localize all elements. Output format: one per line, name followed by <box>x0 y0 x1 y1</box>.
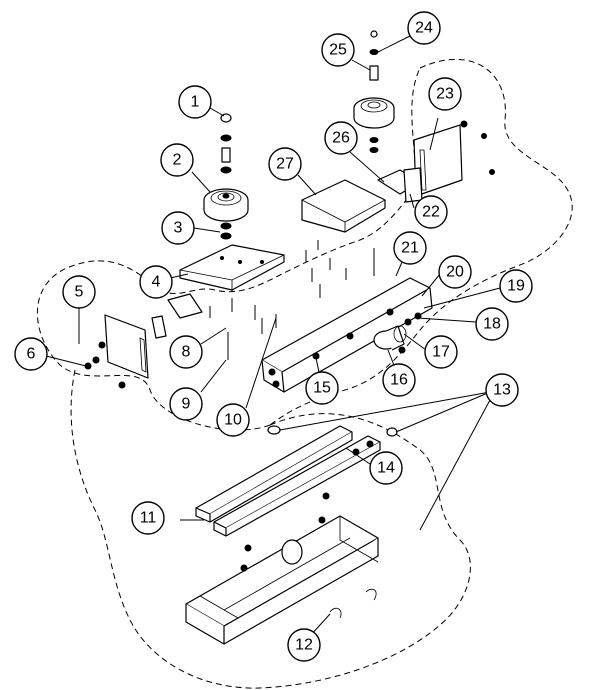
leader-lines <box>45 35 501 637</box>
callout-6-label: 6 <box>27 346 36 363</box>
part-12-tray <box>185 492 379 645</box>
callout-19: 19 <box>499 269 533 303</box>
callout-20-label: 20 <box>446 264 464 281</box>
callout-23: 23 <box>428 77 462 111</box>
callout-10: 10 <box>216 403 250 437</box>
callout-4-label: 4 <box>152 274 161 291</box>
callout-21: 21 <box>393 231 427 265</box>
callout-18-label: 18 <box>483 316 501 333</box>
callout-19-label: 19 <box>507 278 525 295</box>
callout-27: 27 <box>268 147 302 181</box>
callout-17-label: 17 <box>432 344 450 361</box>
callout-18: 18 <box>475 307 509 341</box>
callout-14-label: 14 <box>377 460 395 477</box>
callout-26: 26 <box>324 121 358 155</box>
callout-9-label: 9 <box>182 396 191 413</box>
callout-15: 15 <box>305 371 339 405</box>
callout-24: 24 <box>407 11 441 45</box>
callout-26-label: 26 <box>332 130 350 147</box>
part-3-washers <box>220 222 232 240</box>
callout-5-label: 5 <box>75 284 84 301</box>
part-21-beam <box>261 277 433 393</box>
part-5-side-plate <box>84 314 149 389</box>
callout-2: 2 <box>160 143 194 177</box>
callout-25-label: 25 <box>329 42 347 59</box>
callout-8-label: 8 <box>182 344 191 361</box>
part-4-mounting-plate <box>179 244 285 292</box>
callout-14: 14 <box>369 451 403 485</box>
part-23-side-plate <box>403 120 495 203</box>
callout-10-label: 10 <box>224 412 242 429</box>
callout-22-label: 22 <box>422 204 440 221</box>
callout-1-label: 1 <box>191 94 200 111</box>
callout-9: 9 <box>169 387 203 421</box>
dashed-group-outline-left <box>36 67 421 431</box>
callout-22: 22 <box>414 195 448 229</box>
dashed-group-outline-lower <box>70 369 471 689</box>
part-screws-upper <box>305 240 375 298</box>
callout-13-label: 13 <box>493 382 511 399</box>
callout-1: 1 <box>178 85 212 119</box>
callout-5: 5 <box>62 275 96 309</box>
callout-11-label: 11 <box>140 510 157 527</box>
callout-11: 11 <box>131 501 165 535</box>
callout-2-label: 2 <box>173 152 182 169</box>
part-24-nut-washers <box>369 30 379 55</box>
part-wheel-upper <box>353 97 395 153</box>
callout-3: 3 <box>161 211 195 245</box>
callout-16: 16 <box>382 363 416 397</box>
callout-16-label: 16 <box>390 372 408 389</box>
callout-17: 17 <box>424 335 458 369</box>
part-2-wheel <box>203 188 249 222</box>
callout-24-label: 24 <box>415 20 433 37</box>
callout-27-label: 27 <box>276 156 294 173</box>
callout-15-label: 15 <box>313 380 331 397</box>
part-16-motor <box>373 312 422 354</box>
callout-23-label: 23 <box>436 86 454 103</box>
part-screws-center <box>209 298 277 360</box>
callout-20: 20 <box>438 255 472 289</box>
callout-8: 8 <box>169 335 203 369</box>
part-27-upper-plate <box>301 179 386 233</box>
part-25-spacer <box>369 65 379 81</box>
part-spacer-stack-left <box>220 134 232 174</box>
callout-3-label: 3 <box>174 220 183 237</box>
callout-6: 6 <box>14 337 48 371</box>
callout-12: 12 <box>287 628 321 662</box>
callout-21-label: 21 <box>401 240 419 257</box>
callout-25: 25 <box>321 33 355 67</box>
callout-12-label: 12 <box>295 637 313 654</box>
part-pad-small <box>151 315 167 339</box>
callout-13: 13 <box>485 373 519 407</box>
callout-4: 4 <box>139 265 173 299</box>
part-14-rail <box>195 425 353 523</box>
part-pad <box>167 293 203 319</box>
dashed-group-outline-upper-right <box>269 58 573 426</box>
